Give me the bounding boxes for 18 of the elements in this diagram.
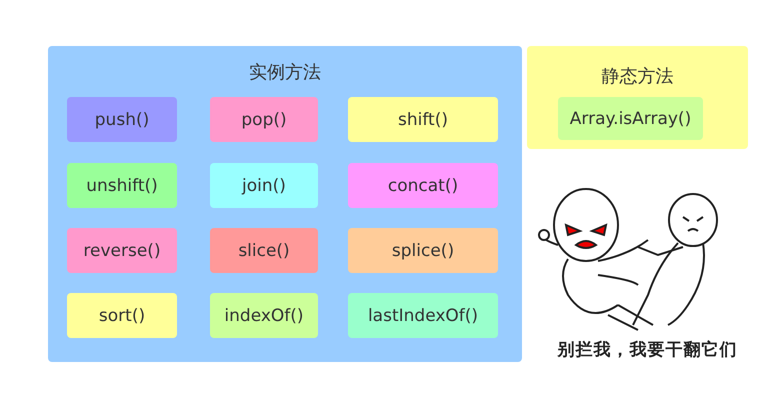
method-box: unshift() — [67, 163, 177, 208]
method-box: push() — [67, 97, 177, 142]
method-box: reverse() — [67, 228, 177, 273]
method-box: concat() — [348, 163, 498, 208]
panel-heading: 实例方法 — [248, 61, 322, 84]
group-panel — [48, 46, 522, 362]
group-panel — [527, 46, 748, 149]
method-box: slice() — [210, 228, 318, 273]
method-box: splice() — [348, 228, 498, 273]
method-box: Array.isArray() — [558, 97, 703, 140]
method-box: shift() — [348, 97, 498, 142]
method-box: indexOf() — [210, 293, 318, 338]
method-box: pop() — [210, 97, 318, 142]
method-box: lastIndexOf() — [348, 293, 498, 338]
method-box: sort() — [67, 293, 177, 338]
method-box: join() — [210, 163, 318, 208]
cartoon-caption: 别拦我，我要干翻它们 — [556, 339, 738, 361]
panel-heading: 静态方法 — [600, 65, 674, 88]
